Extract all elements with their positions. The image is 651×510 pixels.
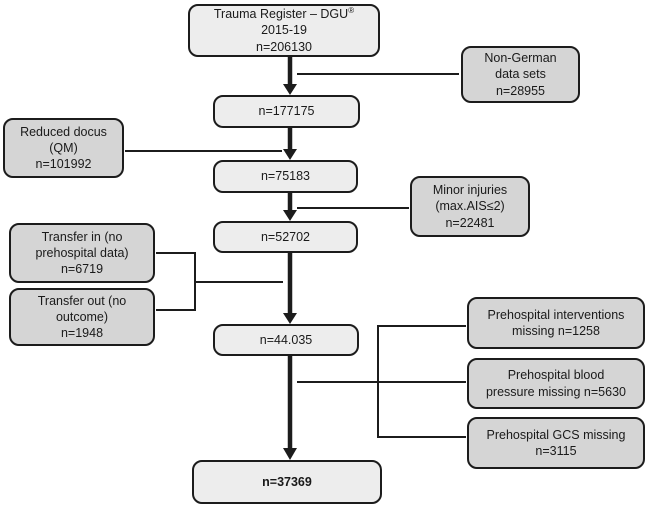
step4-count: n=44.035 xyxy=(259,332,313,347)
step2-count-box: n=75183 xyxy=(213,160,358,193)
final-count: n=37369 xyxy=(262,474,312,489)
register-count: n=206130 xyxy=(256,39,312,54)
minor-injuries-line1: Minor injuries xyxy=(432,183,508,198)
step4-count-box: n=44.035 xyxy=(213,324,359,356)
prehospital-blood-pressure-line1: Prehospital blood xyxy=(507,368,605,383)
transfer-out-line1: Transfer out (no xyxy=(37,293,127,308)
register-box: Trauma Register – DGU® 2015-19 n=206130 xyxy=(188,4,380,57)
transfer-in-line2: prehospital data) xyxy=(35,245,129,260)
step3-count: n=52702 xyxy=(260,229,310,244)
prehospital-blood-pressure-box: Prehospital blood pressure missing n=563… xyxy=(467,358,645,409)
prehospital-interventions-box: Prehospital interventions missing n=1258 xyxy=(467,297,645,349)
reduced-docus-count: n=101992 xyxy=(35,157,92,172)
step2-count: n=75183 xyxy=(260,169,310,184)
register-title: Trauma Register – DGU® xyxy=(213,5,355,22)
transfer-out-box: Transfer out (no outcome) n=1948 xyxy=(9,288,155,346)
step3-count-box: n=52702 xyxy=(213,221,358,253)
minor-injuries-count: n=22481 xyxy=(445,215,495,230)
prehospital-gcs-box: Prehospital GCS missing n=3115 xyxy=(467,417,645,469)
reduced-docus-line1: Reduced docus xyxy=(20,124,107,139)
arrow-step1-to-step2 xyxy=(283,128,297,160)
transfer-out-count: n=1948 xyxy=(60,326,104,341)
minor-injuries-box: Minor injuries (max.AIS≤2) n=22481 xyxy=(410,176,530,237)
prehospital-blood-pressure-line2: pressure missing n=5630 xyxy=(485,384,626,399)
reduced-docus-box: Reduced docus (QM) n=101992 xyxy=(3,118,124,178)
prehospital-interventions-line1: Prehospital interventions xyxy=(487,307,625,322)
transfer-in-box: Transfer in (no prehospital data) n=6719 xyxy=(9,223,155,283)
prehospital-gcs-line1: Prehospital GCS missing xyxy=(486,427,626,442)
final-count-box: n=37369 xyxy=(192,460,382,504)
registered-mark: ® xyxy=(348,5,355,15)
step1-count: n=177175 xyxy=(258,104,315,119)
transfer-out-line2: outcome) xyxy=(55,309,109,324)
arrow-register-to-step1 xyxy=(283,57,297,95)
minor-injuries-line2: (max.AIS≤2) xyxy=(435,199,505,214)
non-german-box: Non-German data sets n=28955 xyxy=(461,46,580,103)
non-german-count: n=28955 xyxy=(495,83,545,98)
register-period: 2015-19 xyxy=(261,23,307,38)
transfer-in-count: n=6719 xyxy=(60,262,104,277)
non-german-line1: Non-German xyxy=(484,51,557,66)
arrow-step3-to-step4 xyxy=(283,253,297,324)
reduced-docus-line2: (QM) xyxy=(49,140,78,155)
arrow-step2-to-step3 xyxy=(283,193,297,221)
transfer-in-line1: Transfer in (no xyxy=(41,229,123,244)
prehospital-gcs-line2: n=3115 xyxy=(535,444,577,458)
arrow-step4-to-final xyxy=(283,356,297,460)
bracket-transfer xyxy=(156,252,283,311)
bracket-prehospital xyxy=(297,325,466,438)
step1-count-box: n=177175 xyxy=(213,95,360,128)
non-german-line2: data sets xyxy=(495,67,546,82)
prehospital-interventions-line2: missing n=1258 xyxy=(512,324,600,338)
